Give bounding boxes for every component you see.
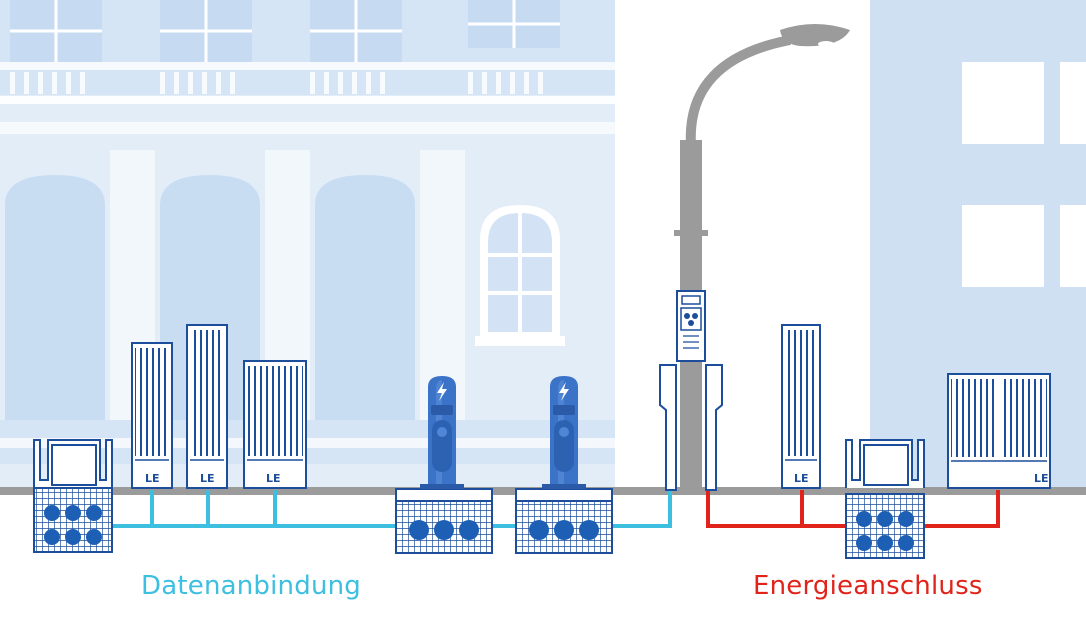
le-logo-icon: LE — [266, 472, 281, 485]
lightning-bolt-icon — [437, 382, 447, 401]
data-connection-label: Datenanbindung — [141, 571, 362, 601]
energy-cable — [706, 490, 1000, 528]
arched-window — [475, 205, 565, 346]
cable-distribution-cabinet: LE — [186, 324, 228, 489]
lamp-junction-box — [676, 290, 706, 362]
le-logo-icon: LE — [1034, 472, 1049, 485]
cable-distribution-cabinet: LE — [131, 342, 173, 489]
cable-distribution-cabinet: LE — [947, 373, 1051, 489]
lightning-bolt-icon — [559, 382, 569, 401]
data-cable — [112, 490, 672, 528]
ev-charger-1 — [420, 376, 464, 489]
ev-charger-2 — [542, 376, 586, 489]
street-lamp — [659, 24, 850, 492]
cable-pit-right — [845, 439, 925, 559]
cable-distribution-cabinet: LE — [781, 324, 821, 489]
le-logo-icon: LE — [200, 472, 215, 485]
energy-connection-label: Energieanschluss — [753, 571, 983, 601]
cable-distribution-cabinet: LE — [243, 360, 307, 489]
cable-pit-charger-2 — [515, 488, 613, 554]
historic-building-background — [0, 0, 615, 490]
cable-pit-left — [33, 439, 113, 553]
le-logo-icon: LE — [145, 472, 160, 485]
le-logo-icon: LE — [794, 472, 809, 485]
cable-pit-charger-1 — [395, 488, 493, 554]
